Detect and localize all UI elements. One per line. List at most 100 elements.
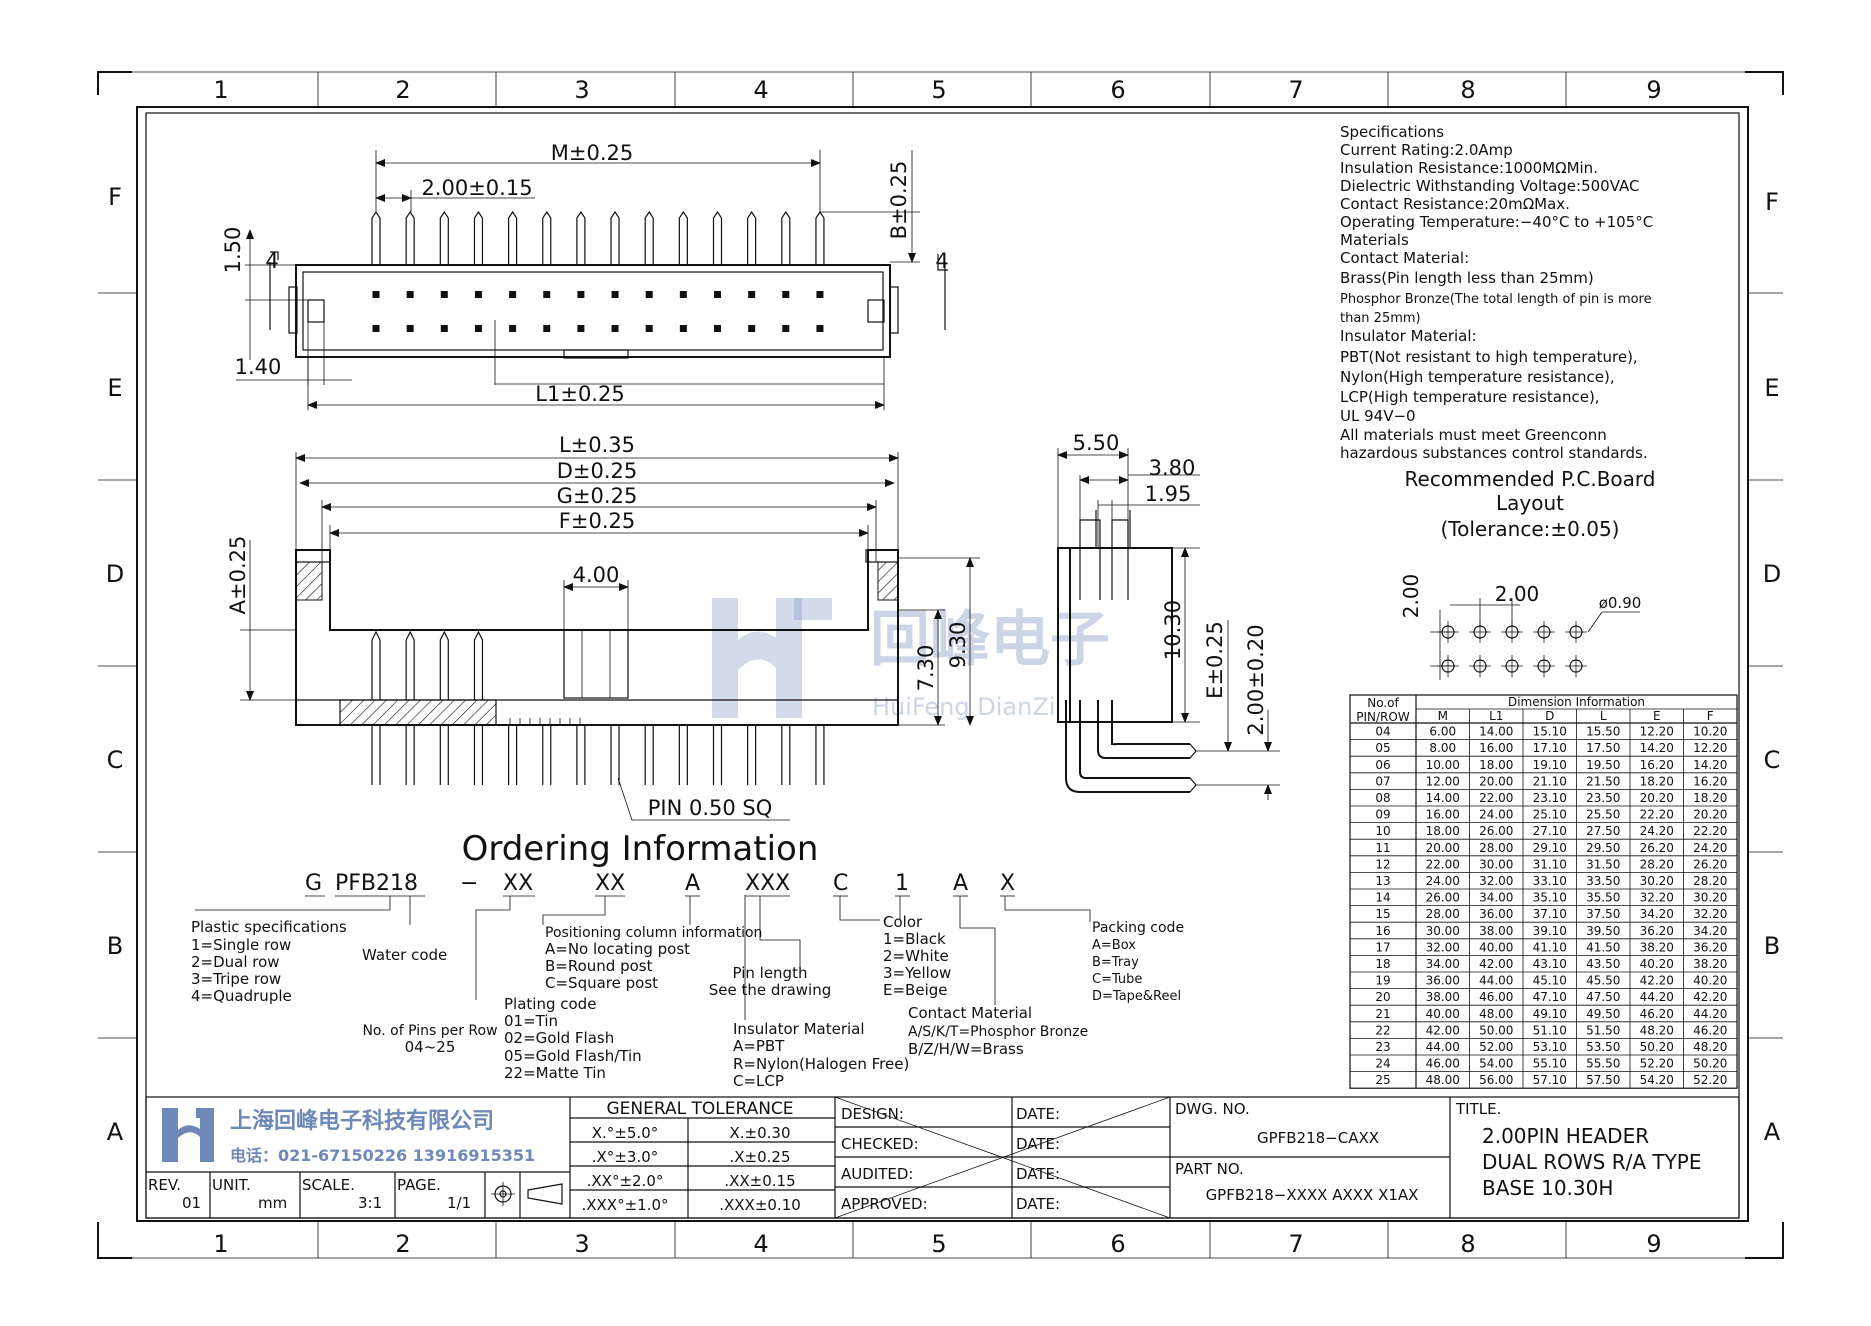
- insulator-material: A=PBT: [733, 1037, 785, 1055]
- pin-square: [372, 291, 380, 298]
- pin-square: [645, 291, 653, 298]
- pin-square: [679, 291, 687, 298]
- table-cell: 20.00: [1426, 841, 1460, 855]
- sign-approved: APPROVED:: [841, 1195, 928, 1213]
- pin-square: [509, 291, 517, 298]
- title-label: TITLE.: [1455, 1100, 1501, 1118]
- pcb-title: Layout: [1496, 491, 1564, 515]
- watermark-cn: 回峰电子: [870, 605, 1110, 675]
- table-cell: 41.10: [1533, 940, 1567, 954]
- contact-material: A/S/K/T=Phosphor Bronze: [908, 1024, 1088, 1040]
- table-cell: 20.20: [1693, 808, 1727, 822]
- table-column-header: L: [1600, 709, 1607, 723]
- table-cell: 39.50: [1586, 924, 1620, 938]
- rev-value: 01: [182, 1194, 201, 1212]
- spec-line: UL 94V−0: [1340, 407, 1416, 425]
- table-cell: 12: [1375, 857, 1390, 871]
- watermark: 回峰电子 HuiFeng DianZi: [712, 598, 1110, 721]
- page-label: PAGE.: [397, 1176, 441, 1194]
- table-cell: 06: [1375, 758, 1390, 772]
- positioning-info: C=Square post: [545, 974, 658, 992]
- table-cell: 32.20: [1693, 907, 1727, 921]
- spec-line: PBT(Not resistant to high temperature),: [1340, 348, 1638, 366]
- code-part: A: [953, 871, 968, 896]
- table-cell: 45.50: [1586, 974, 1620, 988]
- dim-g: G±0.25: [557, 484, 638, 508]
- table-cell: 51.10: [1533, 1023, 1567, 1037]
- table-cell: 57.10: [1533, 1073, 1567, 1087]
- col-label-top: 6: [1110, 76, 1125, 104]
- table-cell: 48.20: [1693, 1040, 1727, 1054]
- table-cell: 26.20: [1693, 857, 1727, 871]
- row-label-right: B: [1764, 932, 1780, 960]
- table-cell: 30.00: [1426, 924, 1460, 938]
- table-cell: 12.00: [1426, 774, 1460, 788]
- tol-linear: .XX±0.15: [724, 1172, 795, 1190]
- table-cell: 28.20: [1693, 874, 1727, 888]
- table-cell: 27.50: [1586, 824, 1620, 838]
- plating-code: 01=Tin: [504, 1012, 558, 1030]
- pin-tail: [542, 210, 552, 265]
- table-cell: 16.20: [1693, 774, 1727, 788]
- pin-square: [543, 291, 551, 298]
- tol-linear: .X±0.25: [729, 1148, 790, 1166]
- row-label-left: B: [107, 932, 123, 960]
- table-cell: 30.00: [1479, 857, 1513, 871]
- table-title: Dimension Information: [1508, 695, 1645, 709]
- table-cell: 23.10: [1533, 791, 1567, 805]
- table-cell: 24.20: [1693, 841, 1727, 855]
- plastic-spec: Plastic specifications: [191, 918, 347, 936]
- table-cell: 21: [1375, 1007, 1390, 1021]
- table-cell: 50.20: [1640, 1040, 1674, 1054]
- table-cell: 16.00: [1426, 808, 1460, 822]
- pin-square: [372, 325, 380, 332]
- pin-tail: [473, 210, 484, 265]
- table-cell: 20.00: [1479, 774, 1513, 788]
- table-cell: 43.10: [1533, 957, 1567, 971]
- projection-symbol: [491, 1182, 563, 1206]
- spec-line: Contact Material:: [1340, 249, 1469, 267]
- plating-code: 02=Gold Flash: [504, 1029, 614, 1047]
- row-label-right: C: [1764, 746, 1781, 774]
- table-cell: 36.00: [1426, 974, 1460, 988]
- col-label-bottom: 2: [395, 1230, 410, 1258]
- spec-line: All materials must meet Greenconn: [1340, 426, 1607, 444]
- row-label-left: E: [107, 374, 122, 402]
- table-cell: 15.50: [1586, 725, 1620, 739]
- table-cell: 30.20: [1693, 891, 1727, 905]
- table-cell: 38.20: [1640, 940, 1674, 954]
- table-cell: 24: [1375, 1057, 1390, 1071]
- dwg-number: GPFB218−CAXX: [1257, 1129, 1379, 1147]
- packing-code: Packing code: [1092, 920, 1184, 936]
- col-label-top: 2: [395, 76, 410, 104]
- code-part: XX: [595, 871, 625, 896]
- packing-code: B=Tray: [1092, 955, 1139, 970]
- dwg-label: DWG. NO.: [1175, 1100, 1250, 1118]
- pin-lower: [781, 725, 791, 785]
- insulator-material: C=LCP: [733, 1072, 784, 1090]
- table-cell: 16.00: [1479, 741, 1513, 755]
- pin-square: [474, 325, 482, 332]
- row-label-left: A: [107, 1118, 124, 1146]
- spec-line: hazardous substances control standards.: [1340, 444, 1648, 462]
- table-cell: 48.00: [1426, 1073, 1460, 1087]
- unit-value: mm: [258, 1194, 287, 1212]
- positioning-info: A=No locating post: [545, 940, 690, 958]
- table-cell: 08: [1375, 791, 1390, 805]
- table-cell: 48.20: [1640, 1023, 1674, 1037]
- pcb-title: (Tolerance:±0.05): [1440, 517, 1619, 541]
- table-cell: 52.20: [1693, 1073, 1727, 1087]
- table-cell: 05: [1375, 741, 1390, 755]
- code-part: XX: [503, 871, 533, 896]
- dim-l: L±0.35: [559, 433, 635, 457]
- tol-angle: X.°±5.0°: [592, 1124, 658, 1142]
- col-label-bottom: 6: [1110, 1230, 1125, 1258]
- packing-code: D=Tape&Reel: [1092, 989, 1181, 1004]
- plastic-spec: 3=Tripe row: [191, 970, 281, 988]
- table-cell: 14.00: [1426, 791, 1460, 805]
- pin-upper: [473, 630, 484, 700]
- packing-code: A=Box: [1092, 938, 1136, 953]
- pin-lower: [371, 725, 381, 785]
- table-cell: 12.20: [1640, 725, 1674, 739]
